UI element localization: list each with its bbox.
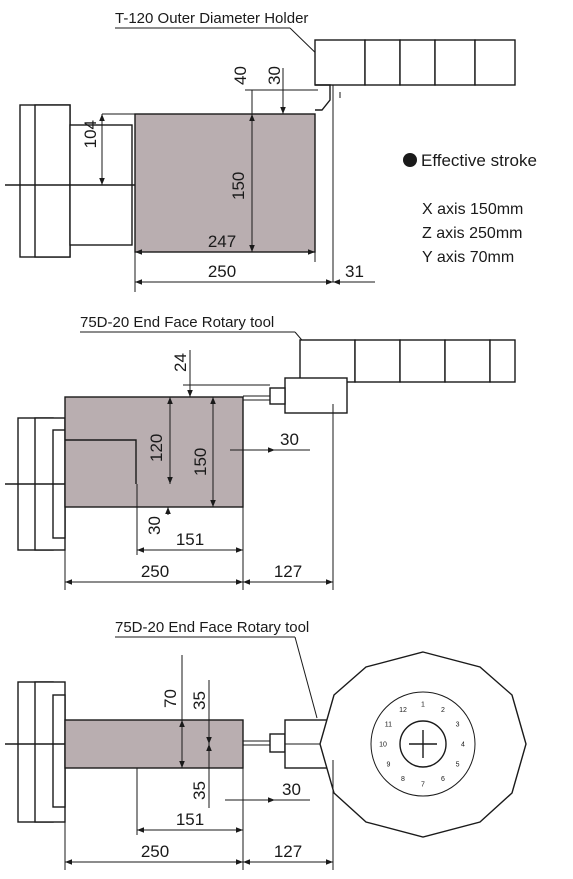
stroke-z-axis: Z axis 250mm: [422, 225, 522, 242]
view-1-outer-diameter-holder: T-120 Outer Diameter Holder 104 1: [5, 10, 516, 292]
turret-number: 2: [441, 707, 445, 714]
view-3-dim-127: 127: [274, 842, 302, 861]
turret-number: 7: [421, 782, 425, 789]
turret-number: 6: [441, 776, 445, 783]
stroke-heading: Effective stroke: [421, 151, 537, 170]
view-1-dim-30: 30: [265, 66, 284, 85]
view-1-dim-31: 31: [345, 262, 364, 281]
view-2-dim-150: 150: [191, 448, 210, 476]
turret-number: 4: [461, 742, 465, 749]
bullet-icon: [403, 153, 417, 167]
view-1-dim-247: 247: [208, 232, 236, 251]
view-1-dim-250: 250: [208, 262, 236, 281]
stroke-x-axis: X axis 150mm: [422, 201, 523, 218]
view-3-dim-151: 151: [176, 810, 204, 829]
view-1-dim-104: 104: [81, 120, 100, 148]
view-3-dim-35-bottom: 35: [190, 781, 209, 800]
turret-number: 3: [456, 722, 460, 729]
view-3-dim-30: 30: [282, 780, 301, 799]
view-1-chuck: [5, 104, 135, 258]
turret-number: 1: [421, 702, 425, 709]
view-2-turret: [243, 339, 516, 414]
view-3-stroke-area: [64, 719, 244, 769]
turret-number: 9: [386, 762, 390, 769]
stroke-y-axis: Y axis 70mm: [422, 249, 514, 266]
effective-stroke-block: Effective stroke X axis 150mm Z axis 250…: [403, 151, 537, 266]
turret-number: 11: [385, 722, 392, 729]
view-1-dim-150: 150: [229, 172, 248, 200]
turret-number: 10: [379, 742, 387, 749]
view-2-workpiece: [65, 439, 137, 484]
view-2-dim-30-right: 30: [280, 430, 299, 449]
view-2-label: 75D-20 End Face Rotary tool: [80, 314, 274, 331]
view-1-tool-holder: [314, 39, 516, 282]
view-3-dim-250: 250: [141, 842, 169, 861]
view-3-chuck: [5, 681, 180, 823]
view-1-label: T-120 Outer Diameter Holder: [115, 10, 308, 27]
turret-number: 5: [456, 762, 460, 769]
view-3-dim-70: 70: [161, 689, 180, 708]
view-2-dim-24: 24: [171, 353, 190, 372]
view-2-dim-30-bottom: 30: [145, 516, 164, 535]
view-2-end-face-rotary-tool: 75D-20 End Face Rotary tool 24: [5, 314, 516, 590]
view-2-dim-151: 151: [176, 530, 204, 549]
view-3-dim-35-top: 35: [190, 691, 209, 710]
turret-number: 12: [399, 707, 407, 714]
view-1-dim-40: 40: [231, 66, 250, 85]
turret-number: 8: [401, 776, 405, 783]
view-3-label: 75D-20 End Face Rotary tool: [115, 619, 309, 636]
view-2-dim-120: 120: [147, 434, 166, 462]
view-2-dim-127: 127: [274, 562, 302, 581]
view-2-dim-250: 250: [141, 562, 169, 581]
